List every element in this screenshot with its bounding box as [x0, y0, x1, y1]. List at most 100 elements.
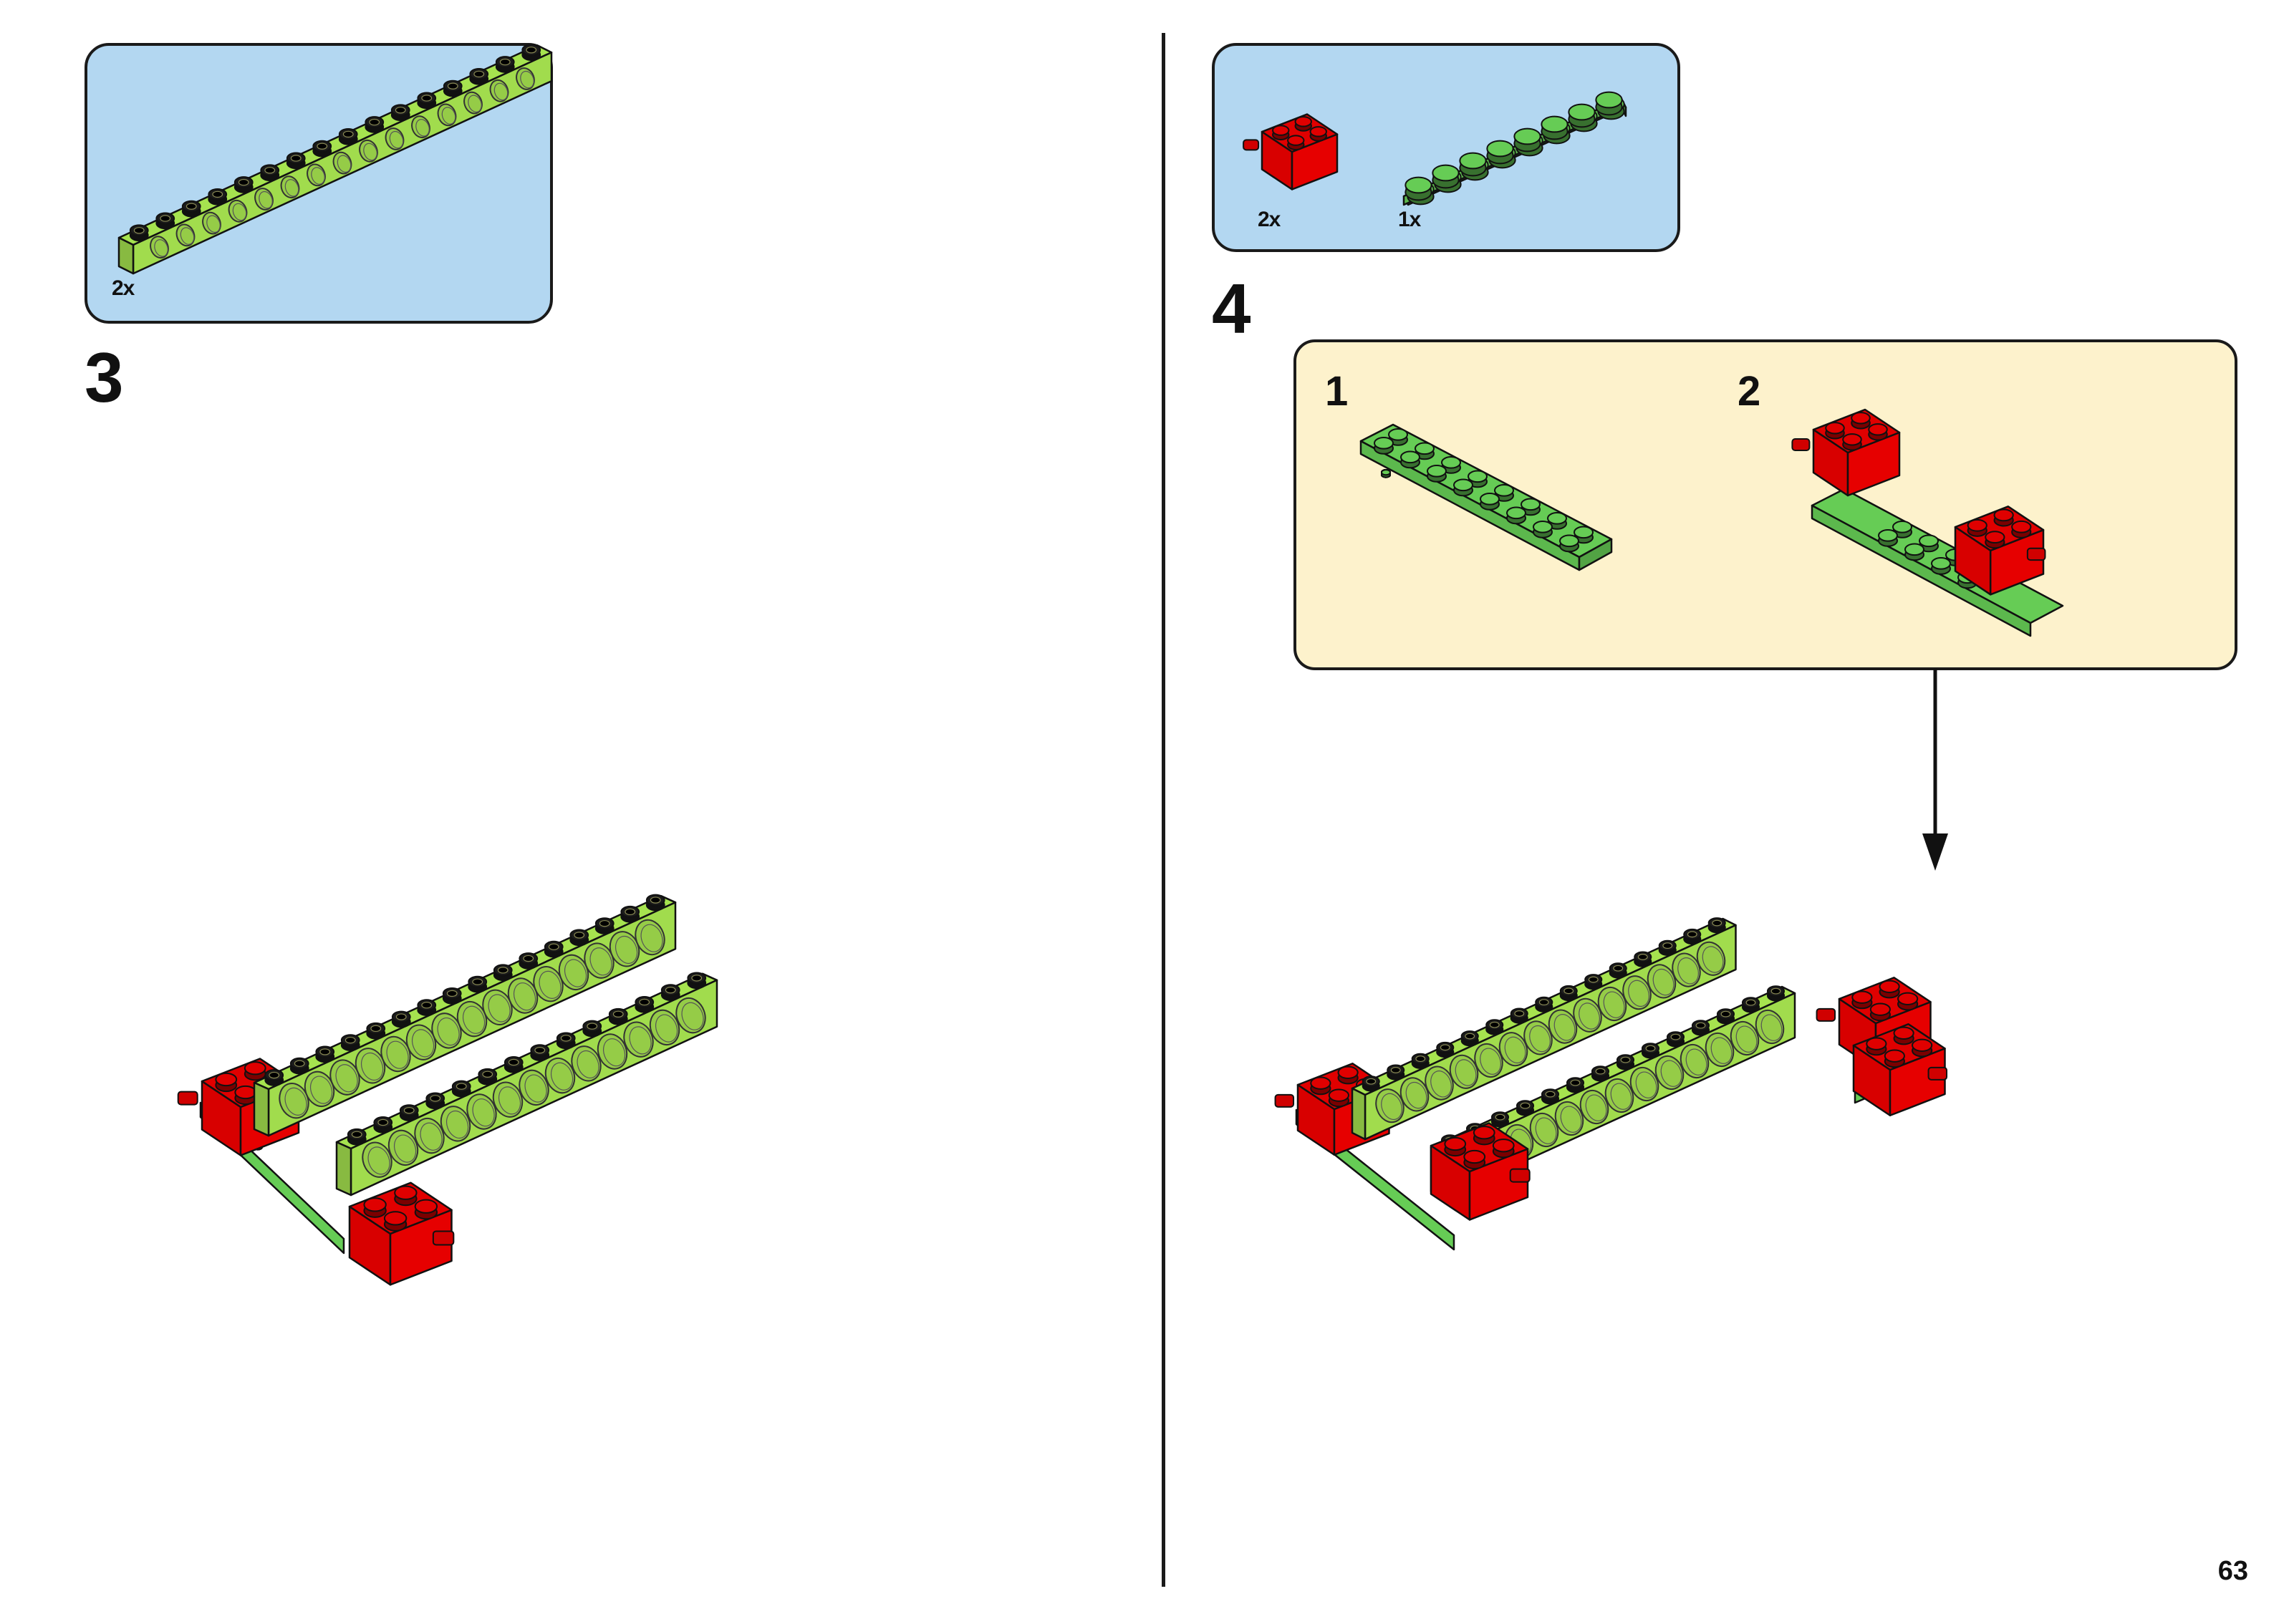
step-3-parts-callout: 2x	[85, 43, 553, 324]
stud-hole	[1440, 1044, 1450, 1051]
step-4-assembly-illustration	[1274, 917, 1948, 1251]
stud-top	[1547, 512, 1567, 525]
brick-top-face	[1261, 113, 1339, 153]
stud-hole	[269, 1071, 280, 1079]
beam-hole-rim	[367, 1146, 390, 1175]
beam-hole-rim	[386, 1040, 409, 1069]
stud-hole	[1620, 1056, 1631, 1063]
step-3-assembly-illustration	[177, 894, 718, 1286]
beam-hole-rim	[564, 959, 587, 987]
beam-hole-rim	[1381, 1093, 1402, 1121]
stud-hole	[446, 990, 458, 997]
beam-hole-rim	[437, 1018, 460, 1046]
stud-top	[1985, 531, 2005, 544]
stud-hole	[344, 1036, 356, 1044]
brick-top-face	[1430, 1122, 1529, 1173]
substep-callout: 1 2	[1293, 339, 2237, 670]
substep-2-plate-with-bricks-illustration	[1791, 408, 2064, 637]
red-brick-with-pin	[1954, 506, 2046, 596]
stud-top	[1480, 493, 1500, 506]
stud-top	[1287, 135, 1305, 146]
stud-hole	[1489, 1021, 1500, 1028]
stud-top	[1533, 521, 1553, 533]
stud-top	[1568, 103, 1596, 121]
stud-top	[1904, 543, 1924, 556]
red-brick-with-pin	[1430, 1122, 1531, 1221]
stud-top	[1441, 456, 1461, 469]
stud-top	[1866, 1037, 1887, 1050]
stud-hole	[639, 998, 650, 1006]
beam-hole-rim	[311, 167, 325, 185]
lime-technic-brick-icon	[117, 44, 553, 275]
stud-top	[1967, 518, 1987, 532]
beam-end-face	[253, 1081, 270, 1137]
plate-end-face	[1578, 538, 1613, 571]
stud-hole	[294, 1060, 305, 1067]
stud-hole	[447, 82, 458, 90]
stud-hole	[1588, 976, 1599, 983]
beam-hole-rim	[524, 1074, 547, 1103]
stud-hole	[317, 142, 328, 150]
beam-hole-rim	[472, 1098, 495, 1127]
beam-hole	[385, 127, 405, 150]
beam-hole	[411, 115, 430, 139]
page-number: 63	[2217, 1556, 2248, 1586]
stud-top	[1506, 506, 1526, 520]
stud-top	[1919, 534, 1939, 548]
beam-hole-rim	[1660, 1060, 1682, 1087]
beam-hole-rim	[206, 215, 221, 233]
stud-top	[1494, 484, 1514, 497]
stud-top	[1892, 521, 1912, 533]
beam-hole	[280, 175, 300, 199]
stud-top	[1884, 1049, 1905, 1063]
stud-top	[1404, 176, 1432, 194]
stud-hole	[369, 118, 380, 126]
stud-hole	[497, 967, 509, 974]
beam-hole-rim	[337, 155, 352, 173]
red-brick-with-pin-icon	[1243, 113, 1339, 190]
brick-top-face	[1838, 977, 1932, 1025]
stud-hole	[403, 1106, 415, 1114]
beam-hole	[489, 79, 509, 102]
stud-hole	[1366, 1078, 1377, 1085]
stud-hole	[1662, 942, 1673, 949]
beam-hole-rim	[284, 179, 299, 197]
stud-hole	[523, 954, 534, 962]
stud-hole	[212, 190, 223, 198]
stud-top	[1272, 125, 1290, 136]
stud-top	[1310, 1076, 1331, 1090]
beam-hole-rim	[577, 1050, 599, 1079]
stud-top	[1459, 152, 1487, 170]
stud-hole	[691, 975, 703, 982]
stud-hole	[1415, 1055, 1426, 1063]
beam-end-face	[1351, 1087, 1367, 1141]
beam-hole-rim	[154, 239, 168, 257]
beam-hole-rim	[1585, 1094, 1607, 1121]
beam-hole-rim	[445, 1110, 469, 1139]
stud-top	[363, 1197, 387, 1212]
stud-top	[1492, 1139, 1515, 1153]
stud-hole	[160, 215, 171, 222]
stud-top	[1559, 534, 1579, 548]
part-quantity-label: 2x	[1258, 208, 1281, 231]
stud-hole	[1645, 1045, 1656, 1052]
beam-hole-rim	[1610, 1083, 1632, 1110]
brick-top-face	[1954, 506, 2045, 552]
stud-hole	[1712, 919, 1722, 927]
stud-hole	[264, 167, 276, 174]
stud-top	[414, 1199, 438, 1214]
beam-hole-rim	[389, 130, 404, 149]
stud-hole	[1695, 1022, 1706, 1029]
beam-hole-rim	[335, 1064, 358, 1093]
stud-hole	[472, 978, 483, 985]
beam-hole	[359, 139, 378, 163]
beam-hole-rim	[284, 1087, 307, 1116]
beam-hole	[228, 199, 248, 223]
beam-hole-rim	[1677, 957, 1699, 985]
beam-end-face	[117, 236, 135, 275]
beam-hole-rim	[1529, 1025, 1551, 1053]
beam-hole	[332, 151, 352, 175]
beam-hole	[307, 163, 326, 187]
substep-number: 2	[1738, 368, 1761, 415]
stud-top	[1893, 1026, 1914, 1040]
